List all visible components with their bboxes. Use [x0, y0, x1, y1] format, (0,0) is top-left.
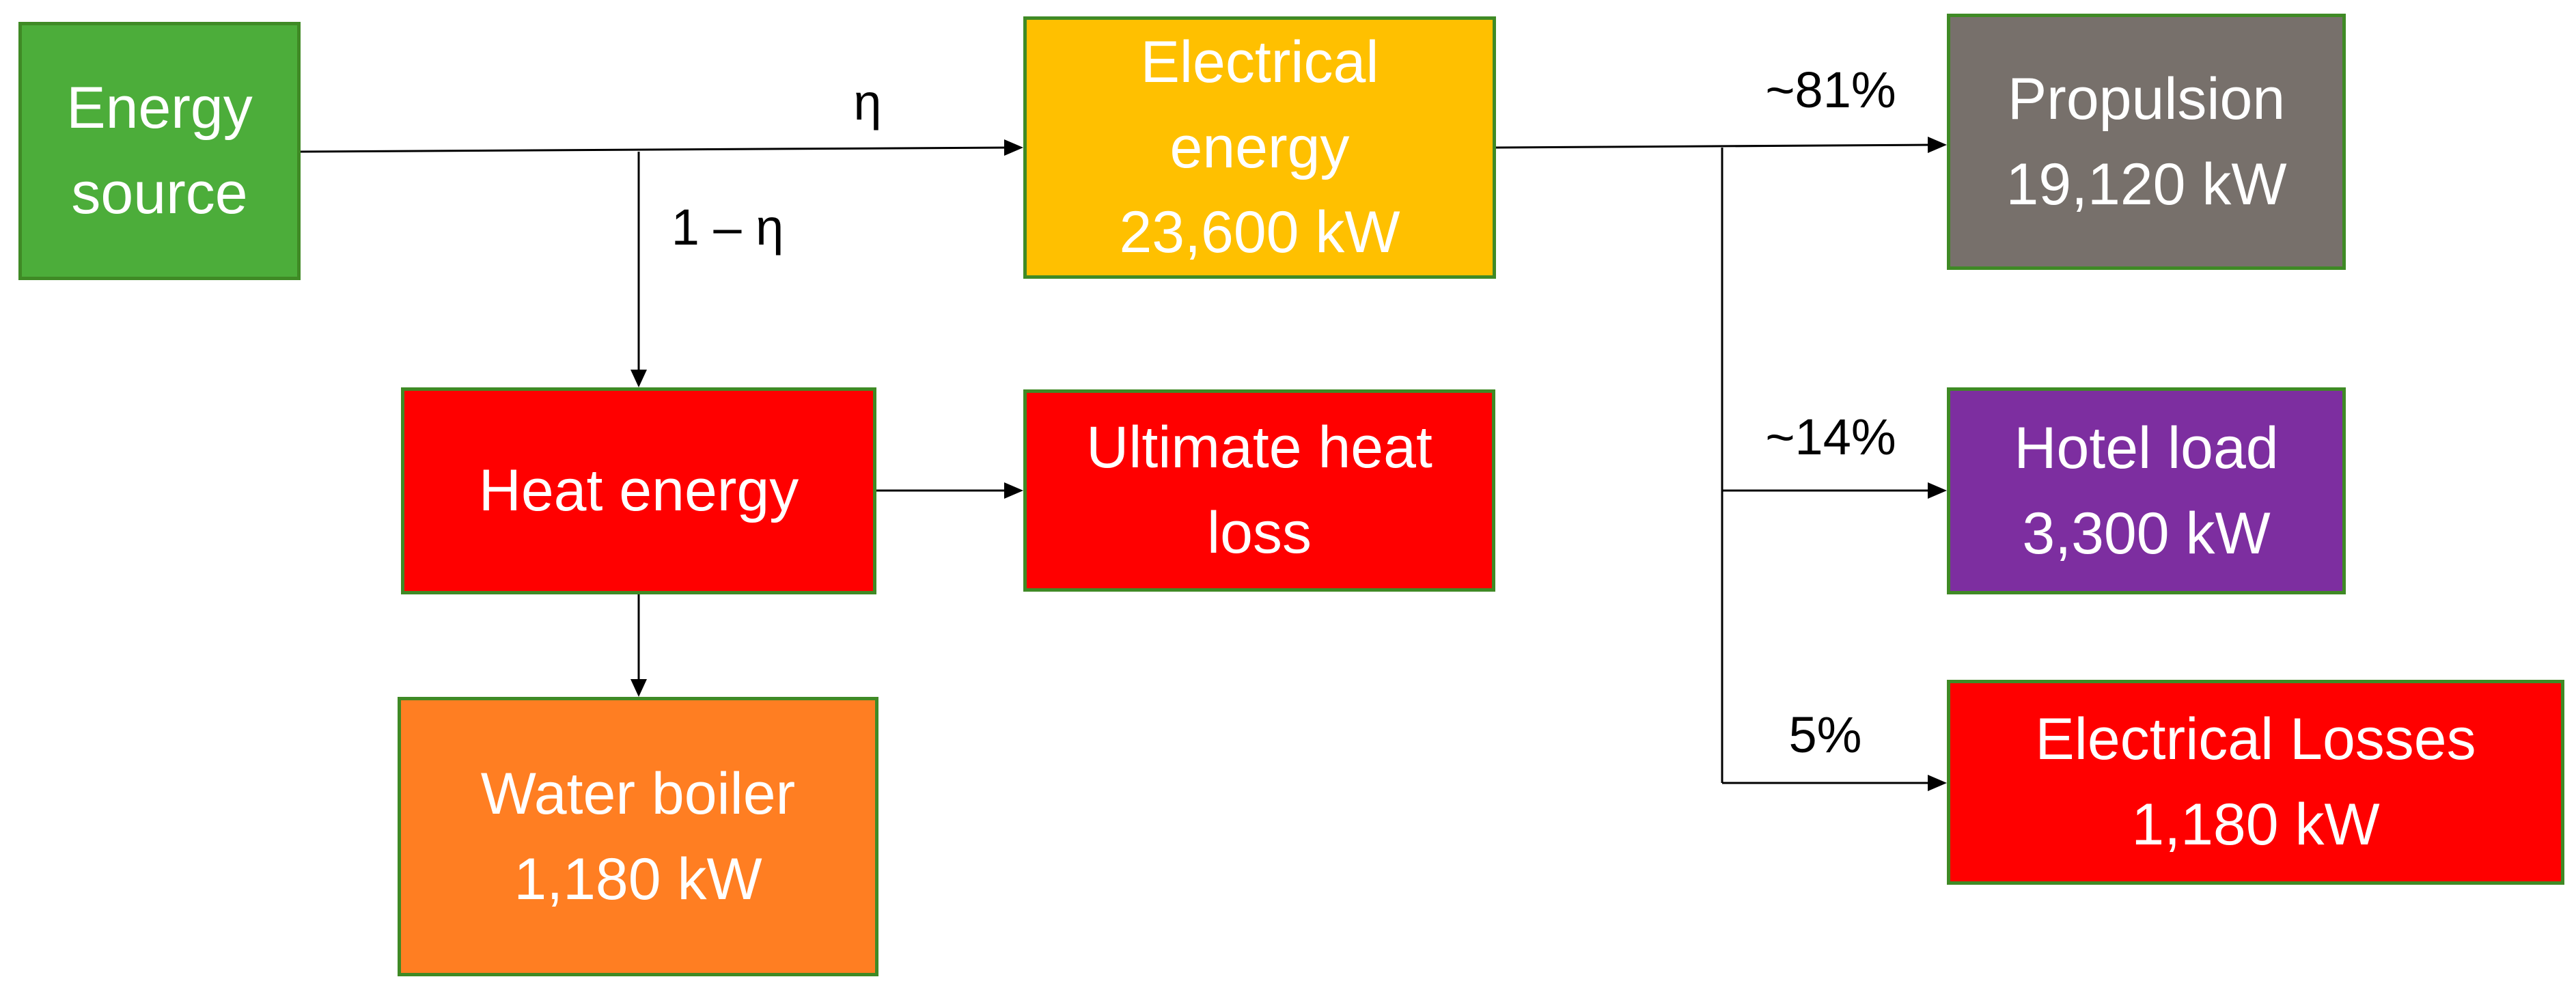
ultimate-heat-loss-line-2: loss: [1207, 500, 1312, 566]
label-hotel-share: ~14%: [1765, 409, 1896, 465]
node-propulsion: Propulsion 19,120 kW: [1947, 14, 2346, 270]
node-energy-source: Energy source: [18, 22, 301, 280]
arrowhead-hotel: [1928, 482, 1947, 499]
node-electrical-energy: Electrical energy 23,600 kW: [1023, 16, 1496, 279]
label-propulsion-share: ~81%: [1765, 61, 1896, 118]
electrical-losses-line-2: 1,180 kW: [2131, 792, 2380, 857]
connector-source-to-electrical: [300, 146, 1010, 153]
arrowhead-boiler: [631, 679, 647, 697]
electrical-losses-line-1: Electrical Losses: [2035, 706, 2476, 773]
heat-energy-line-1: Heat energy: [478, 458, 799, 524]
hotel-load-line-1: Hotel load: [2014, 415, 2279, 481]
node-heat-energy: Heat energy: [401, 387, 876, 594]
arrowhead-electrical: [1004, 139, 1023, 156]
propulsion-line-2: 19,120 kW: [2006, 151, 2287, 217]
arrowhead-losses: [1928, 775, 1947, 791]
electrical-energy-line-1: Electrical: [1140, 29, 1379, 95]
arrowhead-ultimate: [1004, 482, 1023, 499]
connector-electrical-to-propulsion: [1495, 143, 1934, 149]
energy-source-line-1: Energy: [66, 75, 253, 141]
electrical-energy-line-2: energy: [1169, 114, 1350, 180]
water-boiler-line-2: 1,180 kW: [514, 846, 762, 912]
hotel-load-line-2: 3,300 kW: [2022, 500, 2271, 566]
node-hotel-load: Hotel load 3,300 kW: [1947, 387, 2346, 594]
node-water-boiler: Water boiler 1,180 kW: [398, 697, 878, 976]
ultimate-heat-loss-line-1: Ultimate heat: [1086, 415, 1432, 481]
label-one-minus-eta: 1 – η: [671, 199, 784, 256]
water-boiler-line-1: Water boiler: [480, 760, 796, 827]
node-ultimate-heat-loss: Ultimate heat loss: [1023, 389, 1495, 592]
energy-source-line-2: source: [71, 161, 248, 226]
node-electrical-losses: Electrical Losses 1,180 kW: [1947, 680, 2564, 885]
arrowhead-propulsion: [1928, 137, 1947, 153]
arrowhead-heat: [631, 370, 647, 387]
label-losses-share: 5%: [1788, 706, 1862, 763]
electrical-energy-line-3: 23,600 kW: [1119, 199, 1400, 266]
label-eta: η: [853, 74, 882, 130]
propulsion-line-1: Propulsion: [2007, 66, 2286, 132]
